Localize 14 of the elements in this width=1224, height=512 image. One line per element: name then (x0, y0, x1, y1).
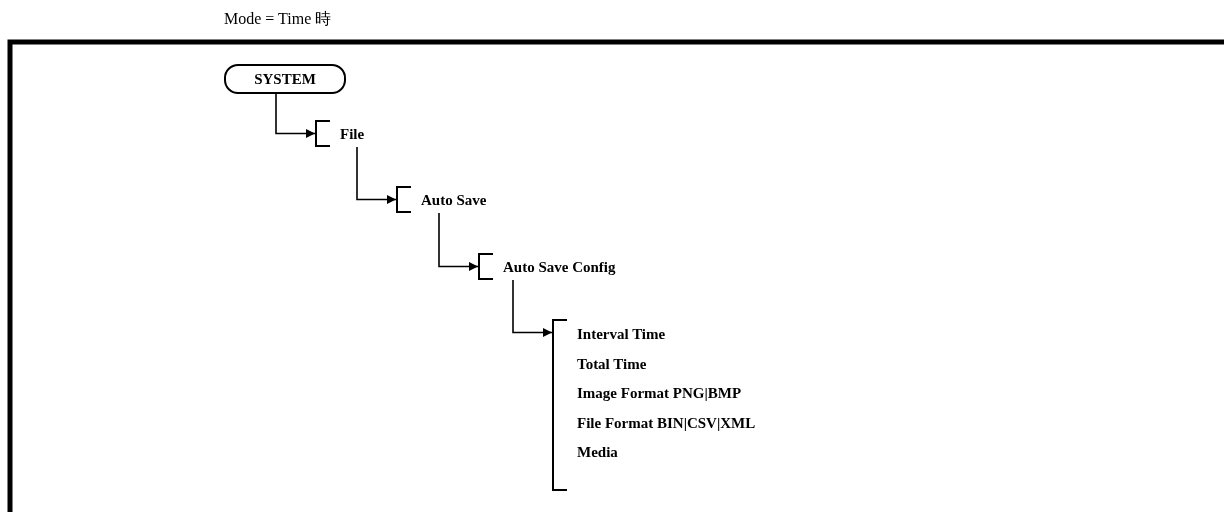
menu-item-label: Auto Save (421, 191, 487, 209)
arrow (512, 279, 553, 337)
menu-item-label: Image Format PNG|BMP (577, 384, 742, 402)
diagram-title: Mode = Time 時 (224, 9, 332, 29)
menu-item-label: Media (577, 443, 618, 461)
arrow (438, 212, 479, 271)
arrow (356, 146, 397, 204)
menu-item-label: File Format BIN|CSV|XML (577, 413, 756, 432)
arrow (275, 93, 316, 138)
menu-item-label: Auto Save Config (503, 258, 616, 276)
menu-item-label: File (340, 125, 365, 143)
menu-item-label: Total Time (577, 354, 647, 373)
root-menu-pill: SYSTEM (224, 64, 346, 94)
menu-item-label: Interval Time (577, 325, 666, 343)
